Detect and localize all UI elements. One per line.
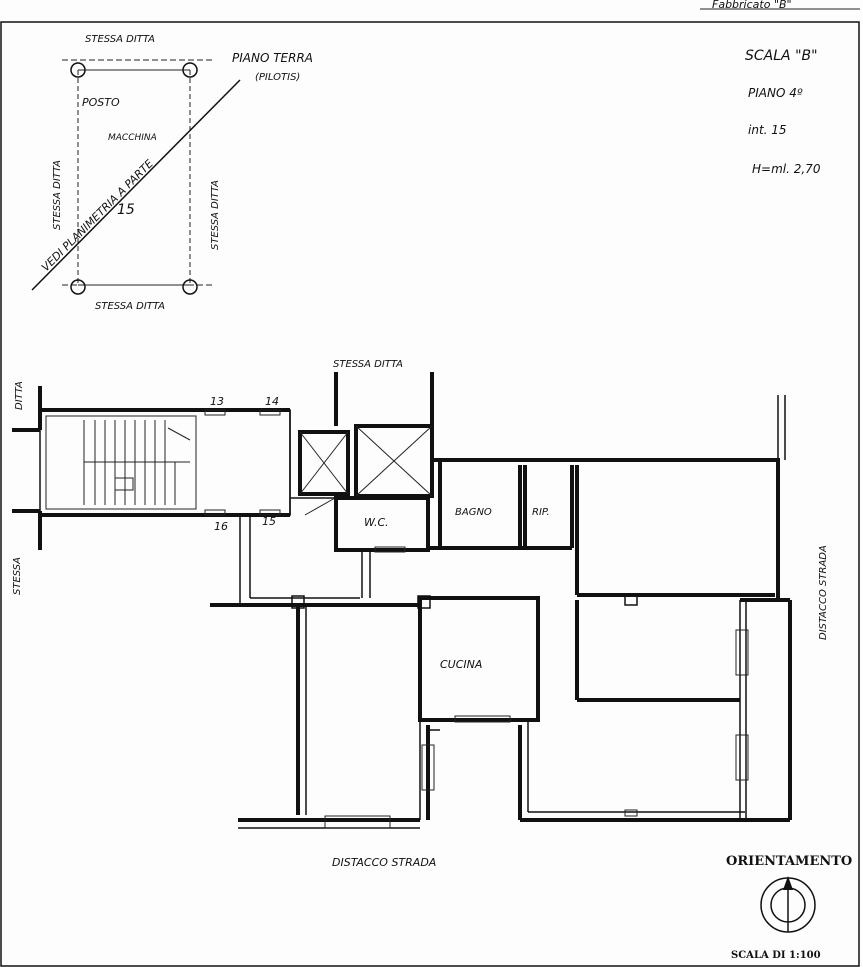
inset-number: 15: [117, 202, 135, 218]
sheet-border: [0, 21, 860, 967]
unit-14-label: 14: [265, 395, 279, 408]
unit-16-label: 16: [214, 520, 228, 533]
stessa-left-label: STESSA: [12, 557, 23, 595]
inset-left-label: STESSA DITTA: [52, 160, 63, 230]
orientation-compass: ORIENTAMENTO SCALA DI 1:100: [726, 854, 852, 961]
pillar-icon: [70, 279, 86, 295]
rip-label: RIP.: [532, 507, 550, 518]
cucina-label: CUCINA: [440, 658, 482, 671]
distacco-right-label: DISTACCO STRADA: [818, 545, 829, 640]
piano-label: PIANO 4º: [748, 86, 803, 100]
macchina-label: MACCHINA: [108, 133, 157, 143]
unit-15-label: 15: [262, 515, 276, 528]
stessa-ditta-top-label: STESSA DITTA: [333, 359, 403, 370]
pillar-icon: [182, 62, 198, 78]
apartment-walls: [210, 395, 792, 829]
distacco-bottom-label: DISTACCO STRADA: [332, 856, 436, 869]
pillar-icon: [70, 62, 86, 78]
lift-shafts: [290, 372, 434, 516]
inset-right-label: STESSA DITTA: [210, 180, 221, 250]
inset-plan: STESSA DITTA STESSA DITTA STESSA DITTA S…: [31, 34, 313, 312]
posto-label: POSTO: [82, 96, 120, 109]
inset-bottom-label: STESSA DITTA: [95, 301, 165, 312]
fabbricato-label: Fabbricato "B": [712, 0, 792, 11]
main-plan: STESSA DITTA DITTA STESSA DISTACCO STRAD…: [12, 359, 829, 869]
inset-top-label: STESSA DITTA: [85, 34, 155, 45]
wc-label: W.C.: [364, 516, 389, 529]
interno-label: int. 15: [748, 123, 787, 137]
piano-terra-label: PIANO TERRA: [232, 51, 313, 65]
altezza-label: H=ml. 2,70: [752, 162, 821, 176]
bagno-label: BAGNO: [455, 507, 492, 518]
ditta-left-label: DITTA: [14, 381, 25, 410]
scala-label: SCALA "B": [745, 48, 818, 64]
pillar-icon: [182, 279, 198, 295]
vedi-planimetria-line: [31, 79, 241, 291]
staircase: [12, 386, 291, 550]
north-arrow-icon: [783, 876, 793, 890]
orientamento-label: ORIENTAMENTO: [726, 854, 852, 869]
pilotis-label: (PILOTIS): [255, 72, 300, 83]
scala-di-label: SCALA DI 1:100: [731, 950, 821, 961]
unit-13-label: 13: [210, 395, 224, 408]
